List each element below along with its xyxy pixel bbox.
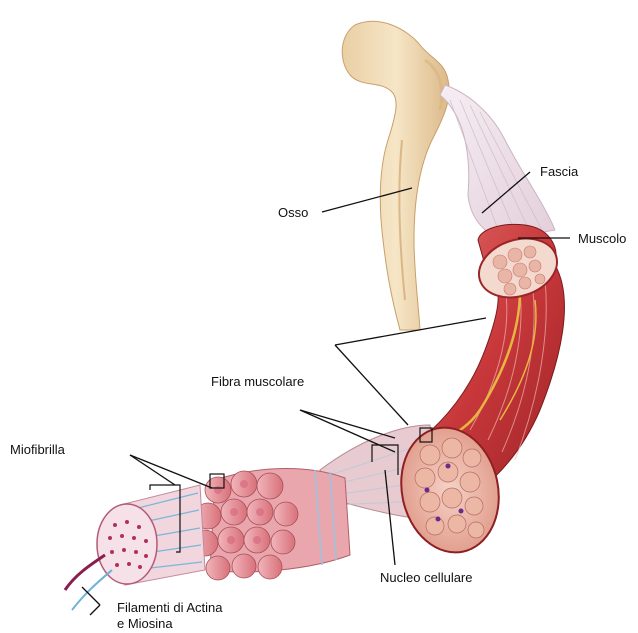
- label-muscolo: Muscolo: [578, 231, 626, 246]
- label-filamenti-line2: e Miosina: [117, 616, 173, 631]
- label-fibra-muscolare: Fibra muscolare: [211, 374, 304, 389]
- bone: [342, 21, 449, 330]
- label-filamenti-line1: Filamenti di Actina: [117, 600, 223, 615]
- label-osso: Osso: [278, 205, 308, 220]
- label-fascia: Fascia: [540, 164, 579, 179]
- myofibril-bundle: [192, 468, 350, 580]
- label-miofibrilla: Miofibrilla: [10, 442, 66, 457]
- fascia: [440, 85, 555, 240]
- label-nucleo-cellulare: Nucleo cellulare: [380, 570, 473, 585]
